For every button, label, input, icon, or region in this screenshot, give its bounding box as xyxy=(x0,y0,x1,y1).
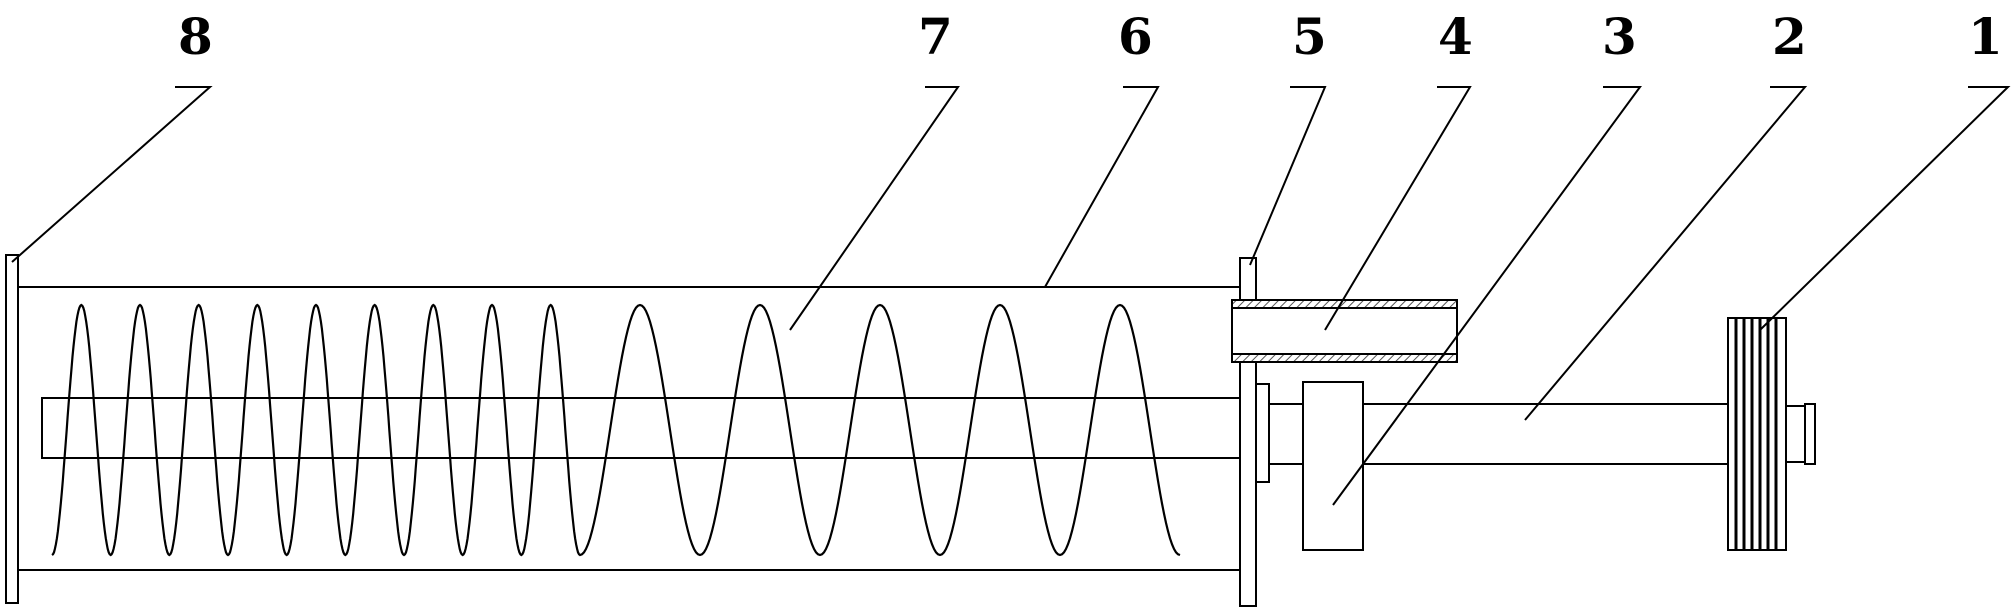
part-label-5: 5 xyxy=(1292,7,1327,66)
feed-tube-bottom-wall xyxy=(1231,353,1458,363)
spiral-blade xyxy=(51,303,1181,557)
part-label-8: 8 xyxy=(178,7,213,66)
leader-3 xyxy=(1332,86,1642,506)
part-label-1: 1 xyxy=(1968,7,2003,66)
bearing-block xyxy=(1302,381,1364,551)
left-end-plate xyxy=(5,254,19,604)
leader-5 xyxy=(1249,86,1327,266)
leader-lines xyxy=(11,86,2011,506)
screw-shaft xyxy=(41,397,1243,459)
leader-6 xyxy=(1044,86,1160,288)
part-label-2: 2 xyxy=(1772,7,1807,66)
feed-tube xyxy=(1231,299,1458,363)
part-label-4: 4 xyxy=(1438,7,1473,66)
part-label-3: 3 xyxy=(1602,7,1637,66)
leader-1 xyxy=(1759,86,2011,331)
pulley-grooves xyxy=(1734,318,1778,550)
shaft-collar xyxy=(1255,383,1270,483)
part-label-6: 6 xyxy=(1118,7,1153,66)
leader-2 xyxy=(1524,86,1808,421)
leader-7 xyxy=(789,86,960,331)
leader-4 xyxy=(1324,86,1472,331)
part-label-7: 7 xyxy=(918,7,953,66)
feed-tube-top-wall xyxy=(1231,299,1458,309)
leader-8 xyxy=(11,86,213,263)
shaft-end xyxy=(1804,403,1816,465)
